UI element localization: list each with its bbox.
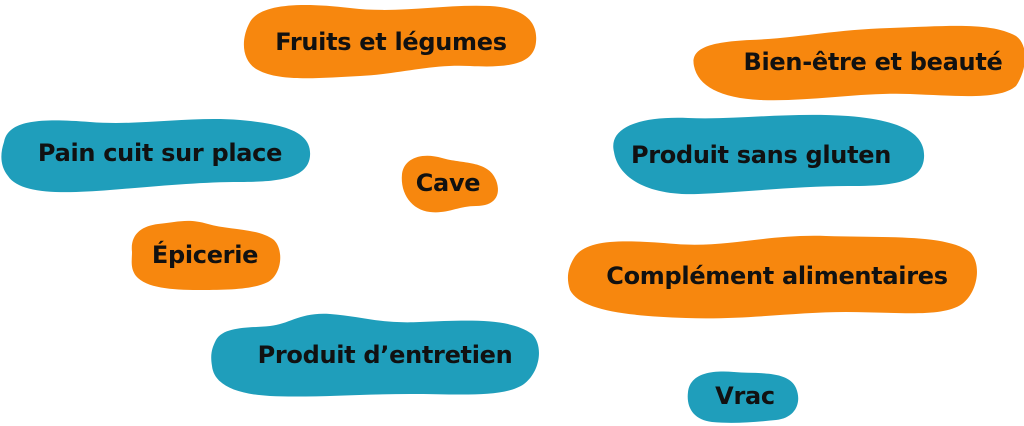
- category-label: Vrac: [715, 382, 775, 410]
- teal-blob-shape: [1, 119, 311, 193]
- category-label: Pain cuit sur place: [37, 139, 283, 167]
- category-label: Cave: [415, 169, 481, 197]
- orange-blob-shape: [567, 235, 977, 319]
- orange-blob-shape: [401, 155, 498, 213]
- category-produit-d-entretien[interactable]: Produit d’entretien: [210, 312, 540, 398]
- category-label: Complément alimentaires: [606, 262, 948, 290]
- category-label: Fruits et légumes: [275, 28, 507, 56]
- category-complement-alimentaires[interactable]: Complément alimentaires: [566, 232, 978, 320]
- category-cave[interactable]: Cave: [398, 152, 498, 214]
- category-pain-cuit-sur-place[interactable]: Pain cuit sur place: [0, 112, 312, 194]
- teal-blob-shape: [211, 313, 539, 397]
- category-label: Produit sans gluten: [630, 141, 892, 169]
- teal-blob-shape: [613, 114, 925, 195]
- orange-blob-shape: [243, 4, 537, 79]
- category-epicerie[interactable]: Épicerie: [128, 218, 282, 292]
- category-vrac[interactable]: Vrac: [684, 368, 800, 424]
- orange-blob-shape: [693, 25, 1024, 101]
- category-label: Épicerie: [151, 241, 259, 269]
- category-bien-etre-et-beaute[interactable]: Bien-être et beauté: [690, 22, 1024, 102]
- category-produit-sans-gluten[interactable]: Produit sans gluten: [608, 112, 926, 198]
- category-label: Produit d’entretien: [257, 341, 513, 369]
- orange-blob-shape: [131, 220, 281, 290]
- teal-blob-shape: [687, 371, 799, 423]
- category-label: Bien-être et beauté: [743, 48, 1003, 76]
- category-fruits-et-legumes[interactable]: Fruits et légumes: [240, 2, 538, 82]
